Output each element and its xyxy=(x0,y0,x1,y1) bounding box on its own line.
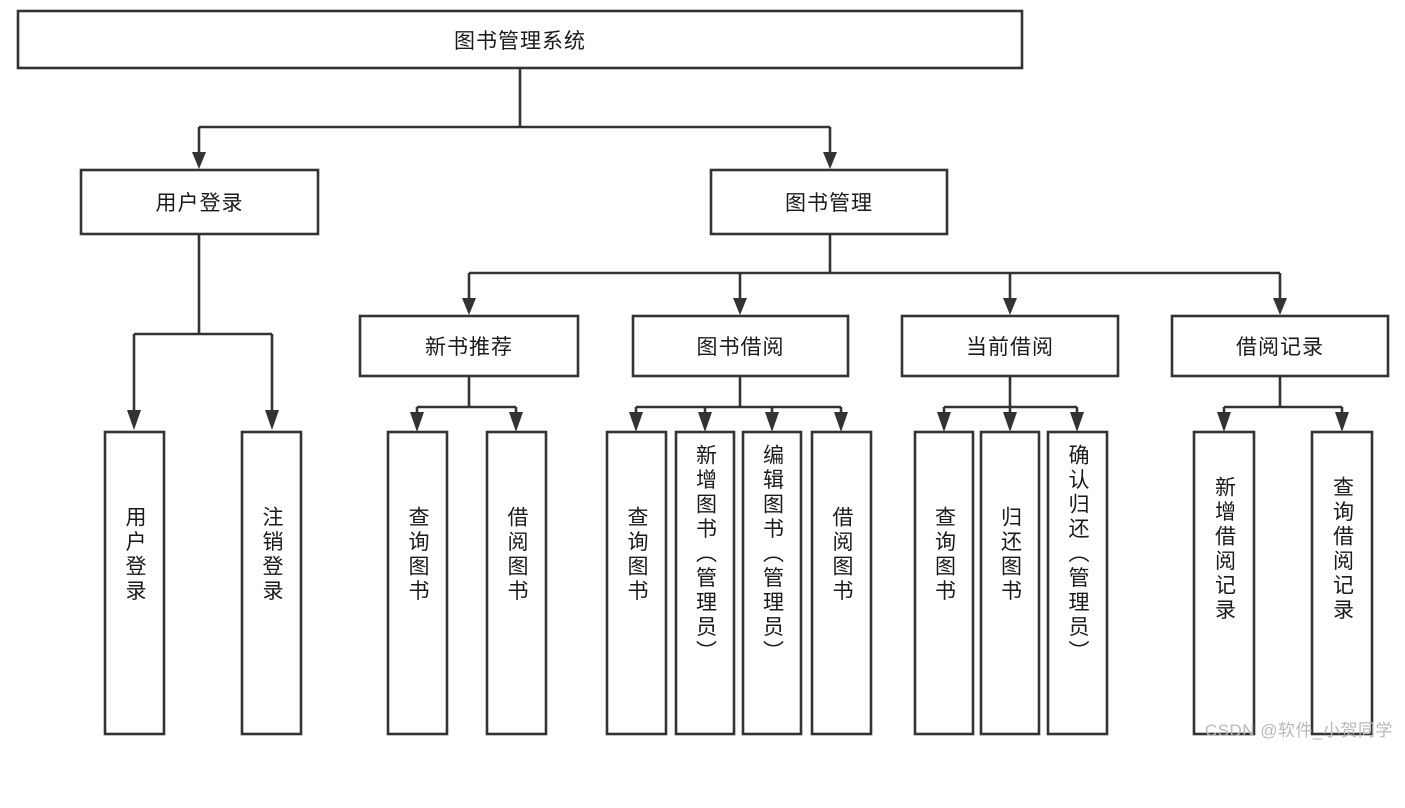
arrow-bookborrow-l2-icon xyxy=(698,412,712,432)
leaf-book-borrow-1[interactable] xyxy=(674,430,736,736)
connector-group xyxy=(127,68,1349,432)
arrow-bookborrow-l1-icon xyxy=(629,412,643,432)
arrow-newbook-icon xyxy=(462,298,476,315)
node-current-borrow[interactable] xyxy=(900,314,1120,378)
leaf-user-login-0[interactable] xyxy=(103,430,166,736)
arrow-to-bookmgmt-icon xyxy=(823,152,837,169)
arrow-bookborrow-l3-icon xyxy=(765,412,779,432)
arrow-currentborrow-icon xyxy=(1003,298,1017,315)
leaf-borrow-record-0[interactable] xyxy=(1192,430,1256,736)
arrow-bookborrow-icon xyxy=(733,298,747,315)
node-borrow-record[interactable] xyxy=(1170,314,1390,378)
diagram-svg xyxy=(16,9,1390,736)
node-book-borrow[interactable] xyxy=(631,314,850,378)
arrow-to-userlogin-icon xyxy=(192,152,206,169)
arrow-borrowrecord-l2-icon xyxy=(1335,412,1349,432)
arrow-newbook-l2-icon xyxy=(509,412,523,432)
leaf-new-book-recommend-0[interactable] xyxy=(386,430,449,736)
arrow-currentborrow-l1-icon xyxy=(937,412,951,432)
arrow-currentborrow-l3-icon xyxy=(1070,412,1084,432)
leaf-borrow-record-1[interactable] xyxy=(1310,430,1374,736)
leaf-current-borrow-1[interactable] xyxy=(979,430,1041,736)
leaf-current-borrow-2[interactable] xyxy=(1046,430,1109,736)
arrow-borrowrecord-l1-icon xyxy=(1217,412,1231,432)
leaf-current-borrow-0[interactable] xyxy=(913,430,975,736)
arrow-userlogin-leaf2-icon xyxy=(265,410,279,430)
leaf-book-borrow-2[interactable] xyxy=(741,430,803,736)
arrow-currentborrow-l2-icon xyxy=(1003,412,1017,432)
node-user-login[interactable] xyxy=(79,168,320,236)
node-book-management[interactable] xyxy=(709,168,949,236)
leaf-new-book-recommend-1[interactable] xyxy=(485,430,548,736)
node-root[interactable] xyxy=(16,9,1024,70)
leaf-book-borrow-3[interactable] xyxy=(810,430,873,736)
leaf-user-login-1[interactable] xyxy=(240,430,303,736)
arrow-userlogin-leaf1-icon xyxy=(127,410,141,430)
node-new-book-recommend[interactable] xyxy=(358,314,580,378)
arrow-newbook-l1-icon xyxy=(410,412,424,432)
arrow-bookborrow-l4-icon xyxy=(834,412,848,432)
leaf-book-borrow-0[interactable] xyxy=(605,430,668,736)
arrow-borrowrecord-icon xyxy=(1273,298,1287,315)
node-box-group xyxy=(16,9,1390,736)
diagram-canvas: 图书管理系统 用户登录 图书管理 新书推荐 图书借阅 当前借阅 借阅记录 用户登… xyxy=(16,9,1392,740)
